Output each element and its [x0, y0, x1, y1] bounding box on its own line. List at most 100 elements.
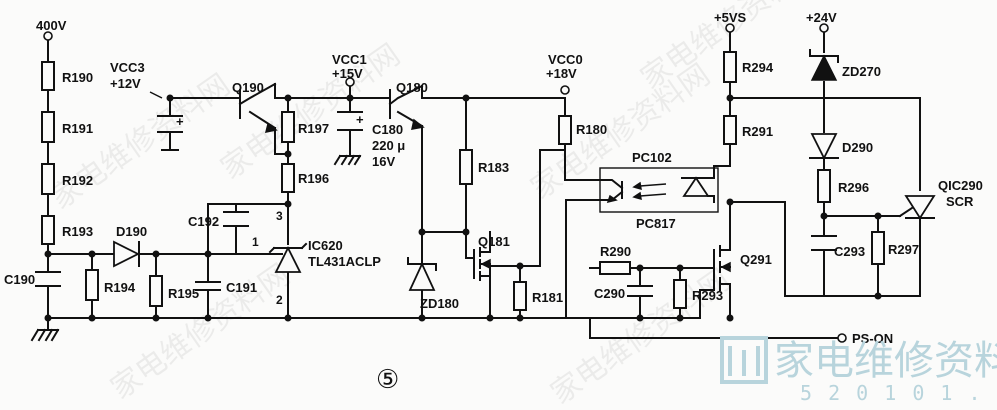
terminals	[43, 23, 847, 343]
resistor-r296	[817, 169, 831, 203]
capacitor-c192	[223, 211, 249, 227]
resistor-r191	[41, 111, 55, 143]
mosfet-q291	[713, 243, 731, 291]
svg-text:+: +	[176, 114, 184, 129]
ground-main	[30, 317, 60, 342]
resistors	[41, 51, 885, 311]
capacitor-c180	[337, 111, 363, 131]
label-vcc3-value: +12V	[110, 76, 141, 91]
label-c180-voltage: 16V	[372, 154, 395, 169]
resistor-r196	[281, 163, 295, 193]
label-r180: R180	[576, 122, 607, 137]
resistor-r293	[673, 279, 687, 309]
label-r296: R296	[838, 180, 869, 195]
resistor-r290	[599, 261, 631, 275]
diode-d190	[113, 240, 141, 268]
label-q180: Q180	[396, 80, 428, 95]
label-r196: R196	[298, 171, 329, 186]
watermark-logo: 家电维修资料网 5 2 0 1 0 1 . c o m	[720, 336, 997, 405]
capacitors: + +	[35, 111, 837, 297]
capacitor-c191	[195, 281, 221, 291]
resistor-r192	[41, 163, 55, 195]
terminal-5vs	[725, 23, 735, 33]
shunt-regulator-ic620	[274, 245, 302, 273]
label-r194: R194	[104, 280, 136, 295]
resistor-r190	[41, 61, 55, 91]
watermark-url: 5 2 0 1 0 1 . c o m	[800, 381, 997, 405]
label-r191: R191	[62, 121, 93, 136]
label-c192: C192	[188, 214, 219, 229]
label-qic290: QIC290	[938, 178, 983, 193]
scr-qic290	[904, 195, 936, 220]
figure-number: ⑤	[376, 365, 399, 395]
book-icon	[720, 336, 768, 384]
transistors	[239, 89, 731, 291]
resistor-r181	[513, 281, 527, 311]
diode-d290	[810, 133, 838, 161]
capacitor-c290	[627, 285, 653, 297]
label-q291: Q291	[740, 252, 772, 267]
resistor-r193	[41, 215, 55, 245]
label-ps-on: PS-ON	[852, 331, 893, 346]
junctions	[44, 94, 882, 322]
label-vcc0-value: +18V	[546, 66, 577, 81]
label-r181: R181	[532, 290, 563, 305]
capacitor-c293	[811, 235, 837, 251]
label-vcc1-value: +15V	[332, 66, 363, 81]
label-r293: R293	[692, 288, 723, 303]
wires	[47, 31, 921, 339]
resistor-r195	[149, 275, 163, 307]
svg-text:+: +	[356, 112, 364, 127]
background-watermark: 家电维修资料网 家电维修资料网 家电维修资料网 家电维修资料网 家电维修资料网 …	[45, 0, 827, 410]
terminal-ps-on	[837, 333, 847, 343]
terminal-vcc1	[345, 77, 355, 87]
label-24v: +24V	[806, 10, 837, 25]
label-ic620-pin2: 2	[276, 293, 283, 307]
capacitor-vcc3-electrolytic	[157, 115, 183, 133]
label-c191: C191	[226, 280, 257, 295]
label-vcc1: VCC1	[332, 52, 367, 67]
watermark-text: 家电维修资料网	[774, 338, 997, 384]
resistor-r194	[85, 269, 99, 301]
terminal-24v	[819, 23, 829, 33]
label-r297: R297	[888, 242, 919, 257]
label-zd180: ZD180	[420, 296, 459, 311]
label-r192: R192	[62, 173, 93, 188]
label-pc817: PC817	[636, 216, 676, 231]
label-r291: R291	[742, 124, 773, 139]
resistor-r197	[281, 111, 295, 143]
labels: 400V VCC3 +12V VCC1 +15V VCC0 +18V +5VS …	[4, 10, 983, 395]
label-c180: C180	[372, 122, 403, 137]
label-r190: R190	[62, 70, 93, 85]
label-pc102: PC102	[632, 150, 672, 165]
zener-zd270	[810, 54, 838, 81]
label-r290: R290	[600, 244, 631, 259]
label-r193: R193	[62, 224, 93, 239]
label-vcc0: VCC0	[548, 52, 583, 67]
label-c290: C290	[594, 286, 625, 301]
label-d290: D290	[842, 140, 873, 155]
label-ic620-pin3: 3	[276, 209, 283, 223]
label-vcc3: VCC3	[110, 60, 145, 75]
label-5vs: +5VS	[714, 10, 746, 25]
ground-symbols	[30, 149, 362, 342]
resistor-r297	[871, 231, 885, 265]
label-400v: 400V	[36, 18, 67, 33]
label-ic620-pin1: 1	[252, 235, 259, 249]
optocoupler-pc102	[599, 165, 719, 213]
label-q181: Q181	[478, 234, 510, 249]
label-r294: R294	[742, 60, 774, 75]
diodes	[113, 49, 936, 297]
zener-zd180	[408, 261, 436, 291]
label-c293: C293	[834, 244, 865, 259]
capacitor-c190	[35, 271, 61, 287]
resistor-r180	[558, 115, 572, 145]
label-c190: C190	[4, 272, 35, 287]
label-scr: SCR	[946, 194, 974, 209]
label-r195: R195	[168, 286, 199, 301]
ground-c180	[333, 149, 362, 166]
label-d190: D190	[116, 224, 147, 239]
resistor-r183	[459, 149, 473, 185]
label-zd270: ZD270	[842, 64, 881, 79]
